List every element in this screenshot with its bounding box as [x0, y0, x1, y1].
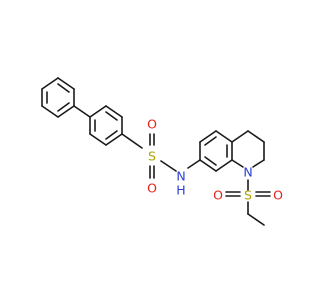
molecule-diagram: S O O N H N: [41, 77, 283, 226]
amide-nitrogen-label: N: [176, 169, 185, 184]
ethylsulfonyl-oxygen-right-label: O: [273, 188, 283, 203]
phenyl-ring: [41, 77, 75, 118]
ethylsulfonyl-group: [225, 179, 271, 226]
amide-hydrogen-label: H: [176, 183, 185, 198]
sulfonamide-oxygen-bottom-label: O: [147, 181, 157, 196]
sulfonamide-group: [121, 133, 177, 179]
molecule-structure: S O O N H N: [41, 77, 283, 226]
quinoline-benzo-ring: [199, 130, 233, 172]
ethylsulfonyl-sulfur-label: S: [244, 188, 252, 203]
biphenyl-bond: [73, 105, 91, 118]
quinoline-saturated-ring: [231, 130, 265, 168]
phenylene-ring: [89, 105, 123, 146]
sulfonamide-sulfur-label: S: [148, 149, 156, 164]
ring-nitrogen-label: N: [243, 165, 252, 180]
ethylsulfonyl-oxygen-left-label: O: [213, 188, 223, 203]
amide-aryl-bond: [187, 159, 201, 169]
sulfonamide-oxygen-top-label: O: [147, 117, 157, 132]
